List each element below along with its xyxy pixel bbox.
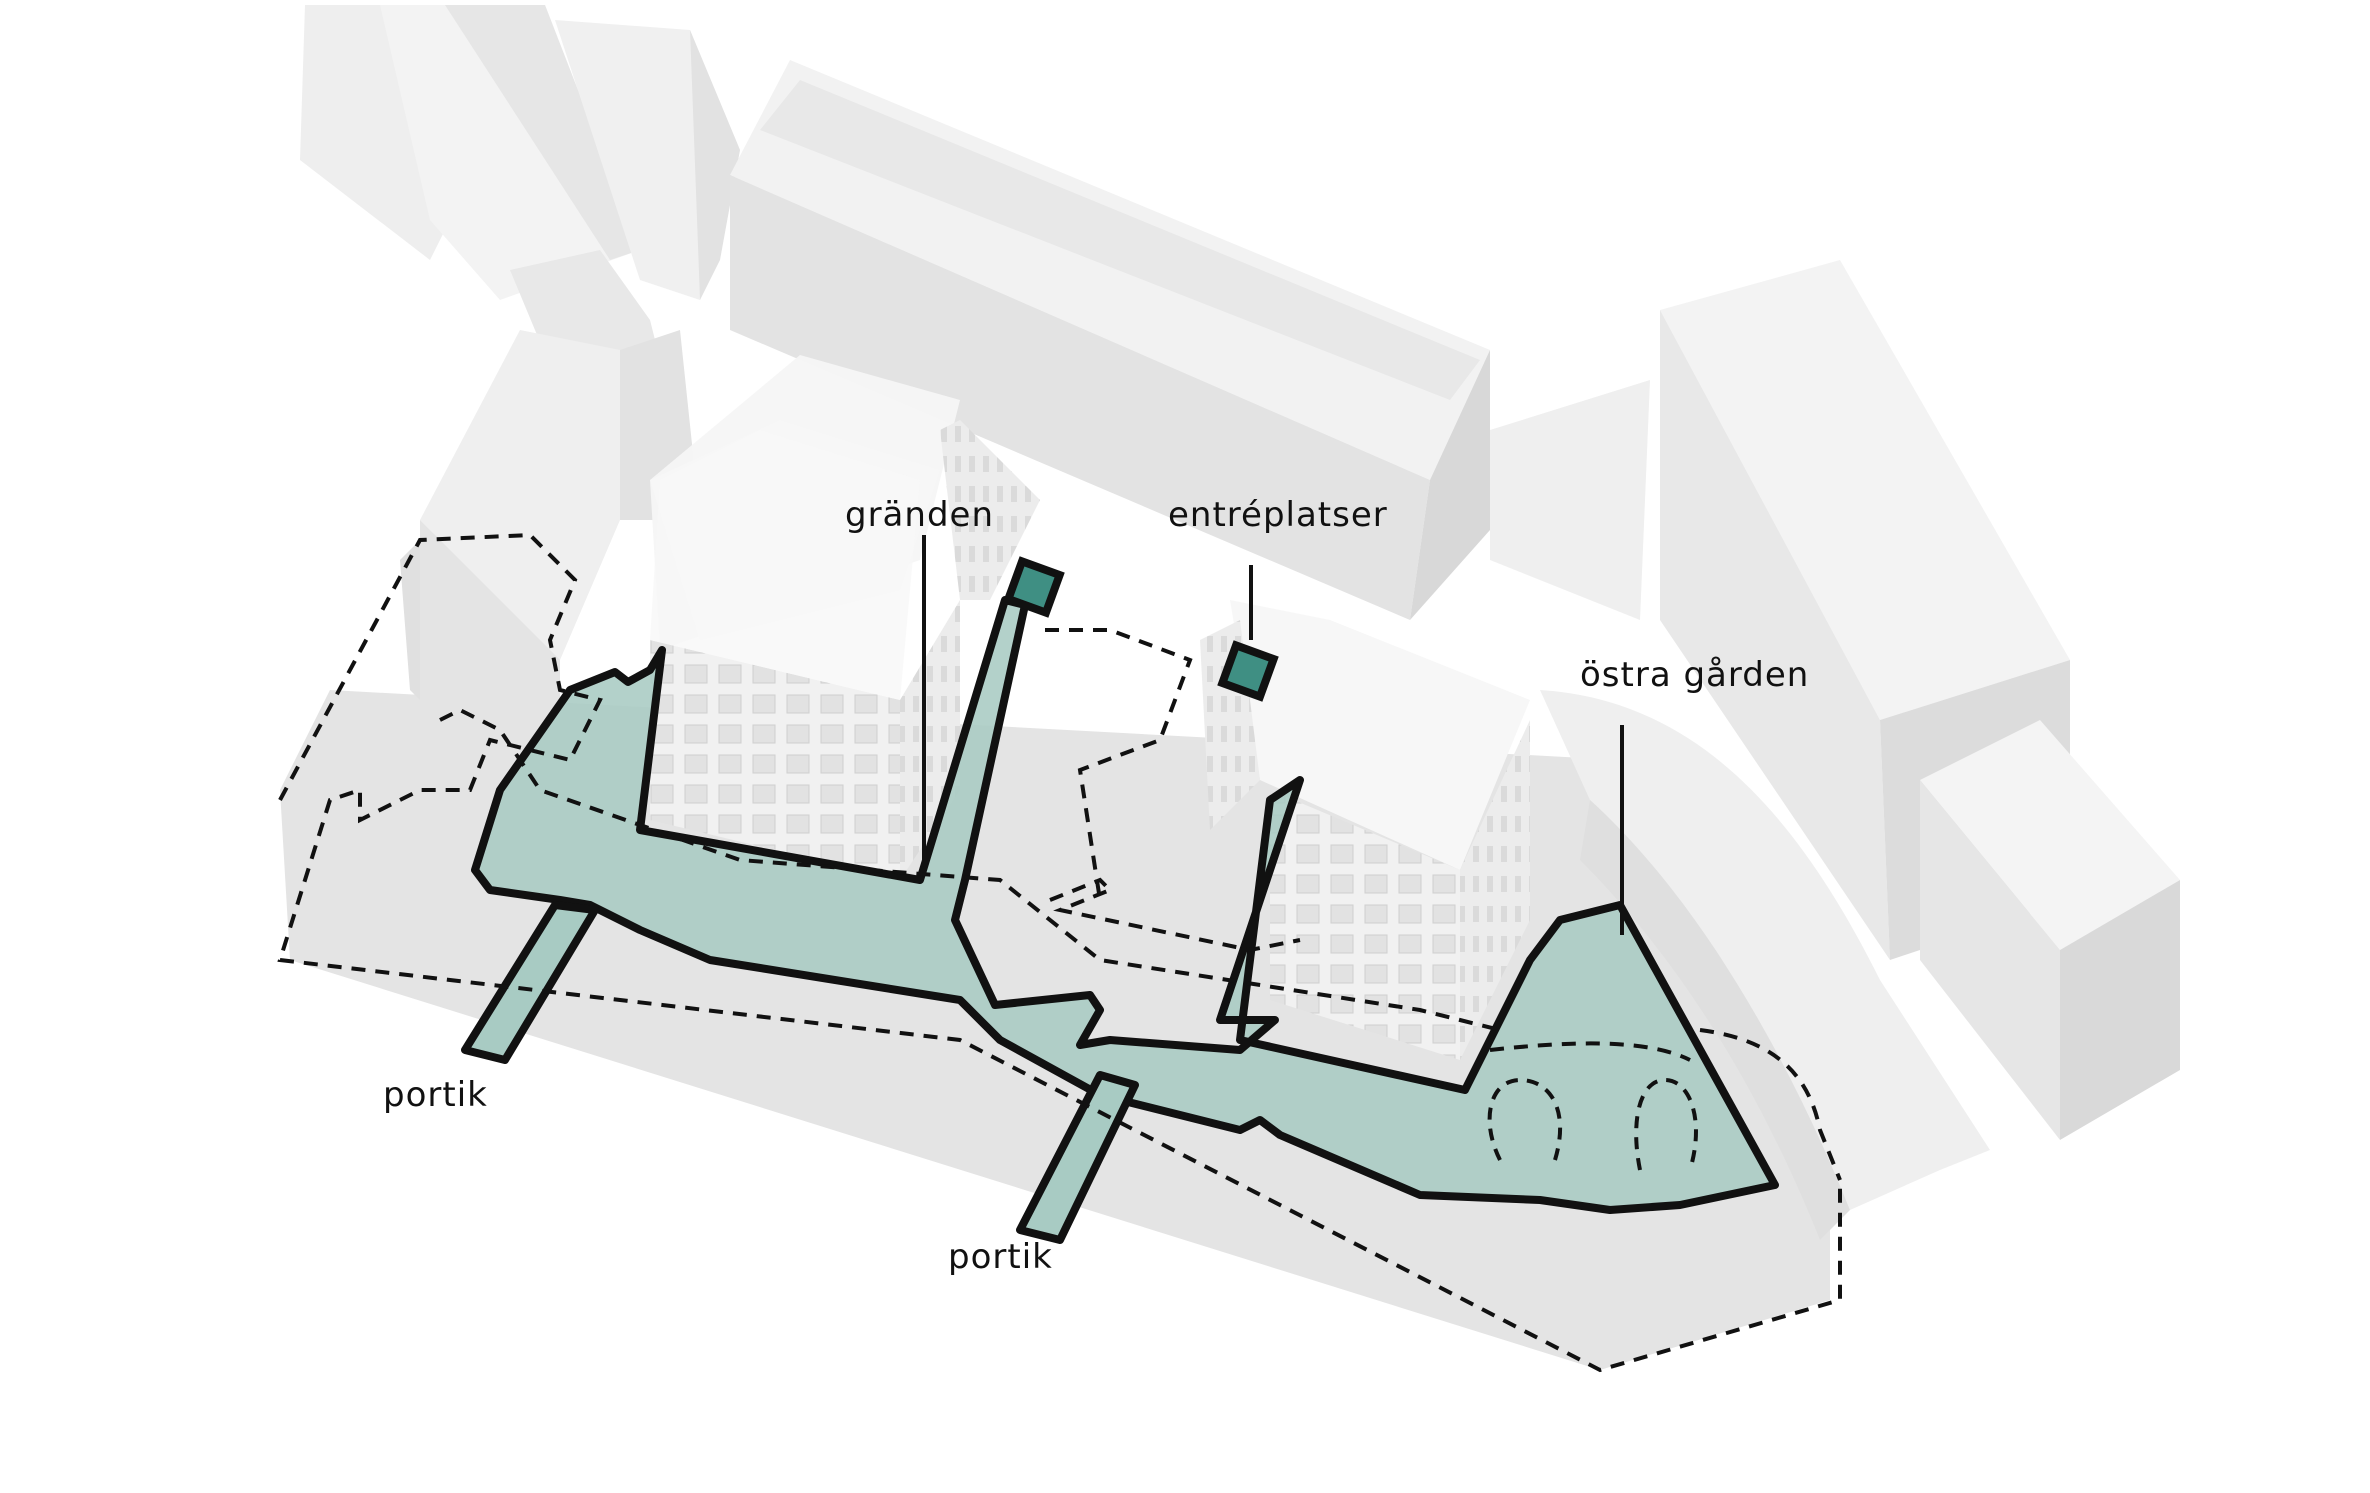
building-block-1 [650, 355, 1040, 880]
right-buildings [1490, 260, 2180, 1140]
label-portik-right: portik [948, 1237, 1053, 1277]
label-ostra-garden: östra gården [1580, 655, 1810, 695]
interior-dashed-line-2 [1049, 877, 1301, 953]
interior-dashed-line-1 [439, 707, 1501, 1032]
long-building [730, 60, 1490, 620]
courtyard-dashed-inner [1045, 628, 1193, 901]
interior-dashed-line-3 [1489, 1041, 1691, 1062]
label-portik-left: portik [383, 1075, 488, 1115]
entrance-square-2 [1217, 640, 1279, 702]
label-granden: gränden [845, 495, 994, 535]
entrance-square-1 [1003, 556, 1065, 618]
curved-wall-east [1540, 690, 1990, 1240]
label-entreplatser: entréplatser [1168, 495, 1388, 535]
east-dashed-edge [1699, 1028, 1842, 1181]
portik-left-passage [461, 901, 599, 1064]
site-boundary-dashed [277, 532, 1842, 1373]
